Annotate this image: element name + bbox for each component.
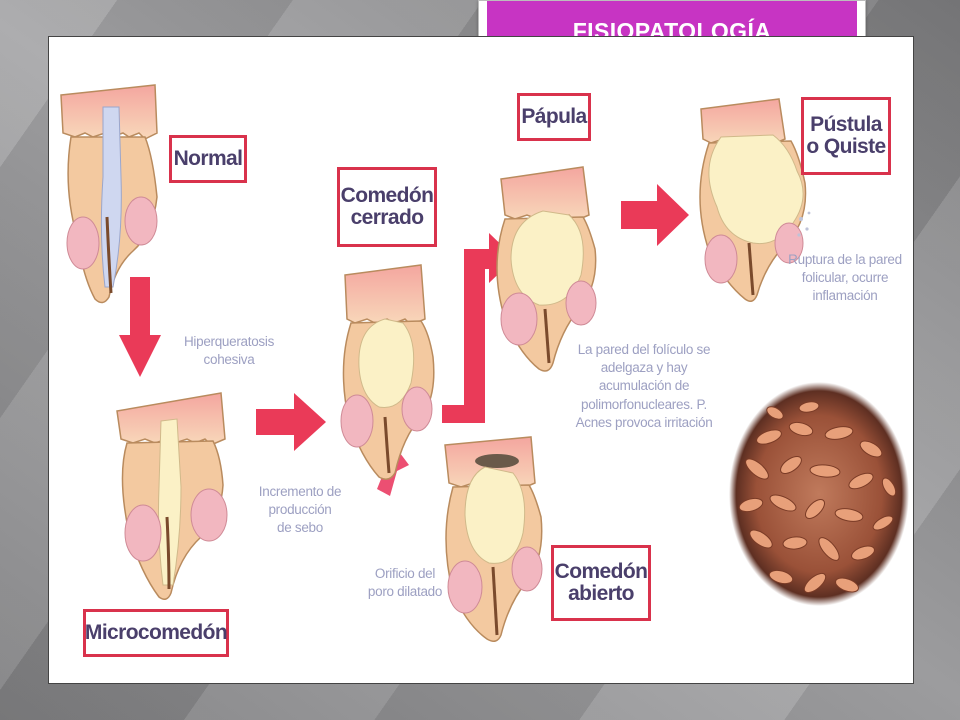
label-normal: Normal [169,135,247,183]
acne-pathophysiology-diagram [60,84,909,642]
annotation-pared: La pared del folículo se adelgaza y hay … [575,342,713,430]
follicle-normal [60,84,158,304]
label-comedon-abierto: Comedón abierto [551,545,651,621]
follicle-comedon-abierto [444,436,543,642]
arrow-up-right [442,233,515,423]
arrow-right-2 [621,184,689,246]
label-papula: Pápula [517,93,591,141]
label-pustula: Pústula o Quiste [801,97,891,175]
arrow-down [119,277,161,377]
annotation-orificio: Orificio del poro dilatado [367,566,443,600]
label-comedon-cerrado: Comedón cerrado [337,167,437,247]
follicle-pustula [699,98,811,302]
annotation-hiperqueratosis: Hiperqueratosis cohesiva [183,334,275,368]
bacteria-micrograph [729,382,909,606]
annotation-ruptura: Ruptura de la pared folicular, ocurre in… [788,252,902,304]
follicle-papula [496,166,597,372]
follicle-microcomedon [116,392,228,600]
annotation-incremento: Incremento de producción de sebo [258,484,342,536]
label-microcomedon: Microcomedón [83,609,229,657]
arrow-right-1 [256,393,326,451]
follicle-comedon-cerrado [340,264,435,480]
diagram-frame: Normal Microcomedón Comedón cerrado Pápu… [48,36,914,684]
